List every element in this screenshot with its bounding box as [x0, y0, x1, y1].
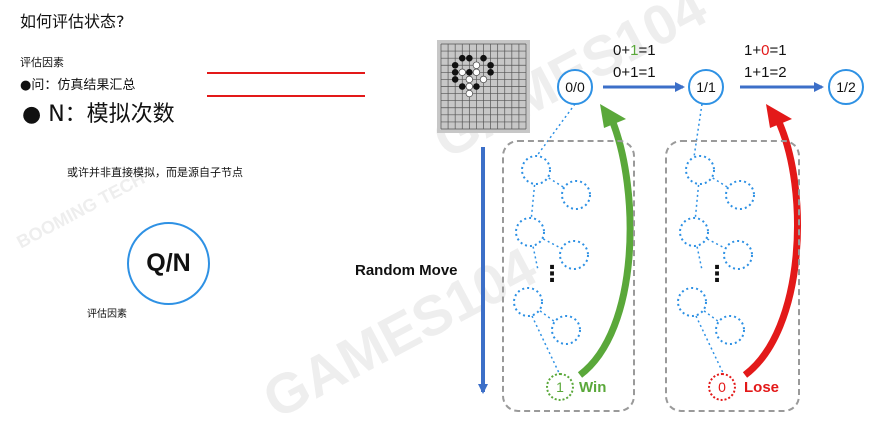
- simulation-box-lose: [665, 140, 800, 412]
- root-node: 0/0: [557, 69, 593, 105]
- red-underline-n: [207, 95, 365, 97]
- child-node-note: 或许并非直接模拟，而是源自子节点: [67, 166, 243, 179]
- lose-label: Lose: [744, 379, 780, 396]
- mid-node: 1/1: [688, 69, 724, 105]
- slide-title: 如何评估状态?: [20, 12, 125, 31]
- factor-label-2: 评估因素: [87, 309, 127, 320]
- lose-leaf-node: 0: [708, 373, 736, 401]
- qn-formula-circle: Q/N: [127, 222, 210, 305]
- win-label: Win: [579, 379, 607, 396]
- tree-ellipsis-lose: ⋮: [706, 262, 728, 287]
- win-leaf-node: 1: [546, 373, 574, 401]
- red-underline-q: [207, 72, 365, 74]
- q-definition: ●问：仿真结果汇总: [20, 78, 136, 93]
- n-definition: ● N：模拟次数: [22, 102, 175, 127]
- factor-label: 评估因素: [20, 56, 64, 69]
- tree-ellipsis-win: ⋮: [541, 262, 563, 287]
- equation-win-q: 0+1=1: [613, 42, 656, 59]
- watermark-booming: BOOMING TECH: [13, 167, 149, 253]
- simulation-box-win: [502, 140, 635, 412]
- equation-lose-n: 1+1=2: [744, 64, 787, 81]
- equation-lose-q: 1+0=1: [744, 42, 787, 59]
- right-node: 1/2: [828, 69, 864, 105]
- random-move-label: Random Move: [355, 262, 458, 279]
- equation-win-n: 0+1=1: [613, 64, 656, 81]
